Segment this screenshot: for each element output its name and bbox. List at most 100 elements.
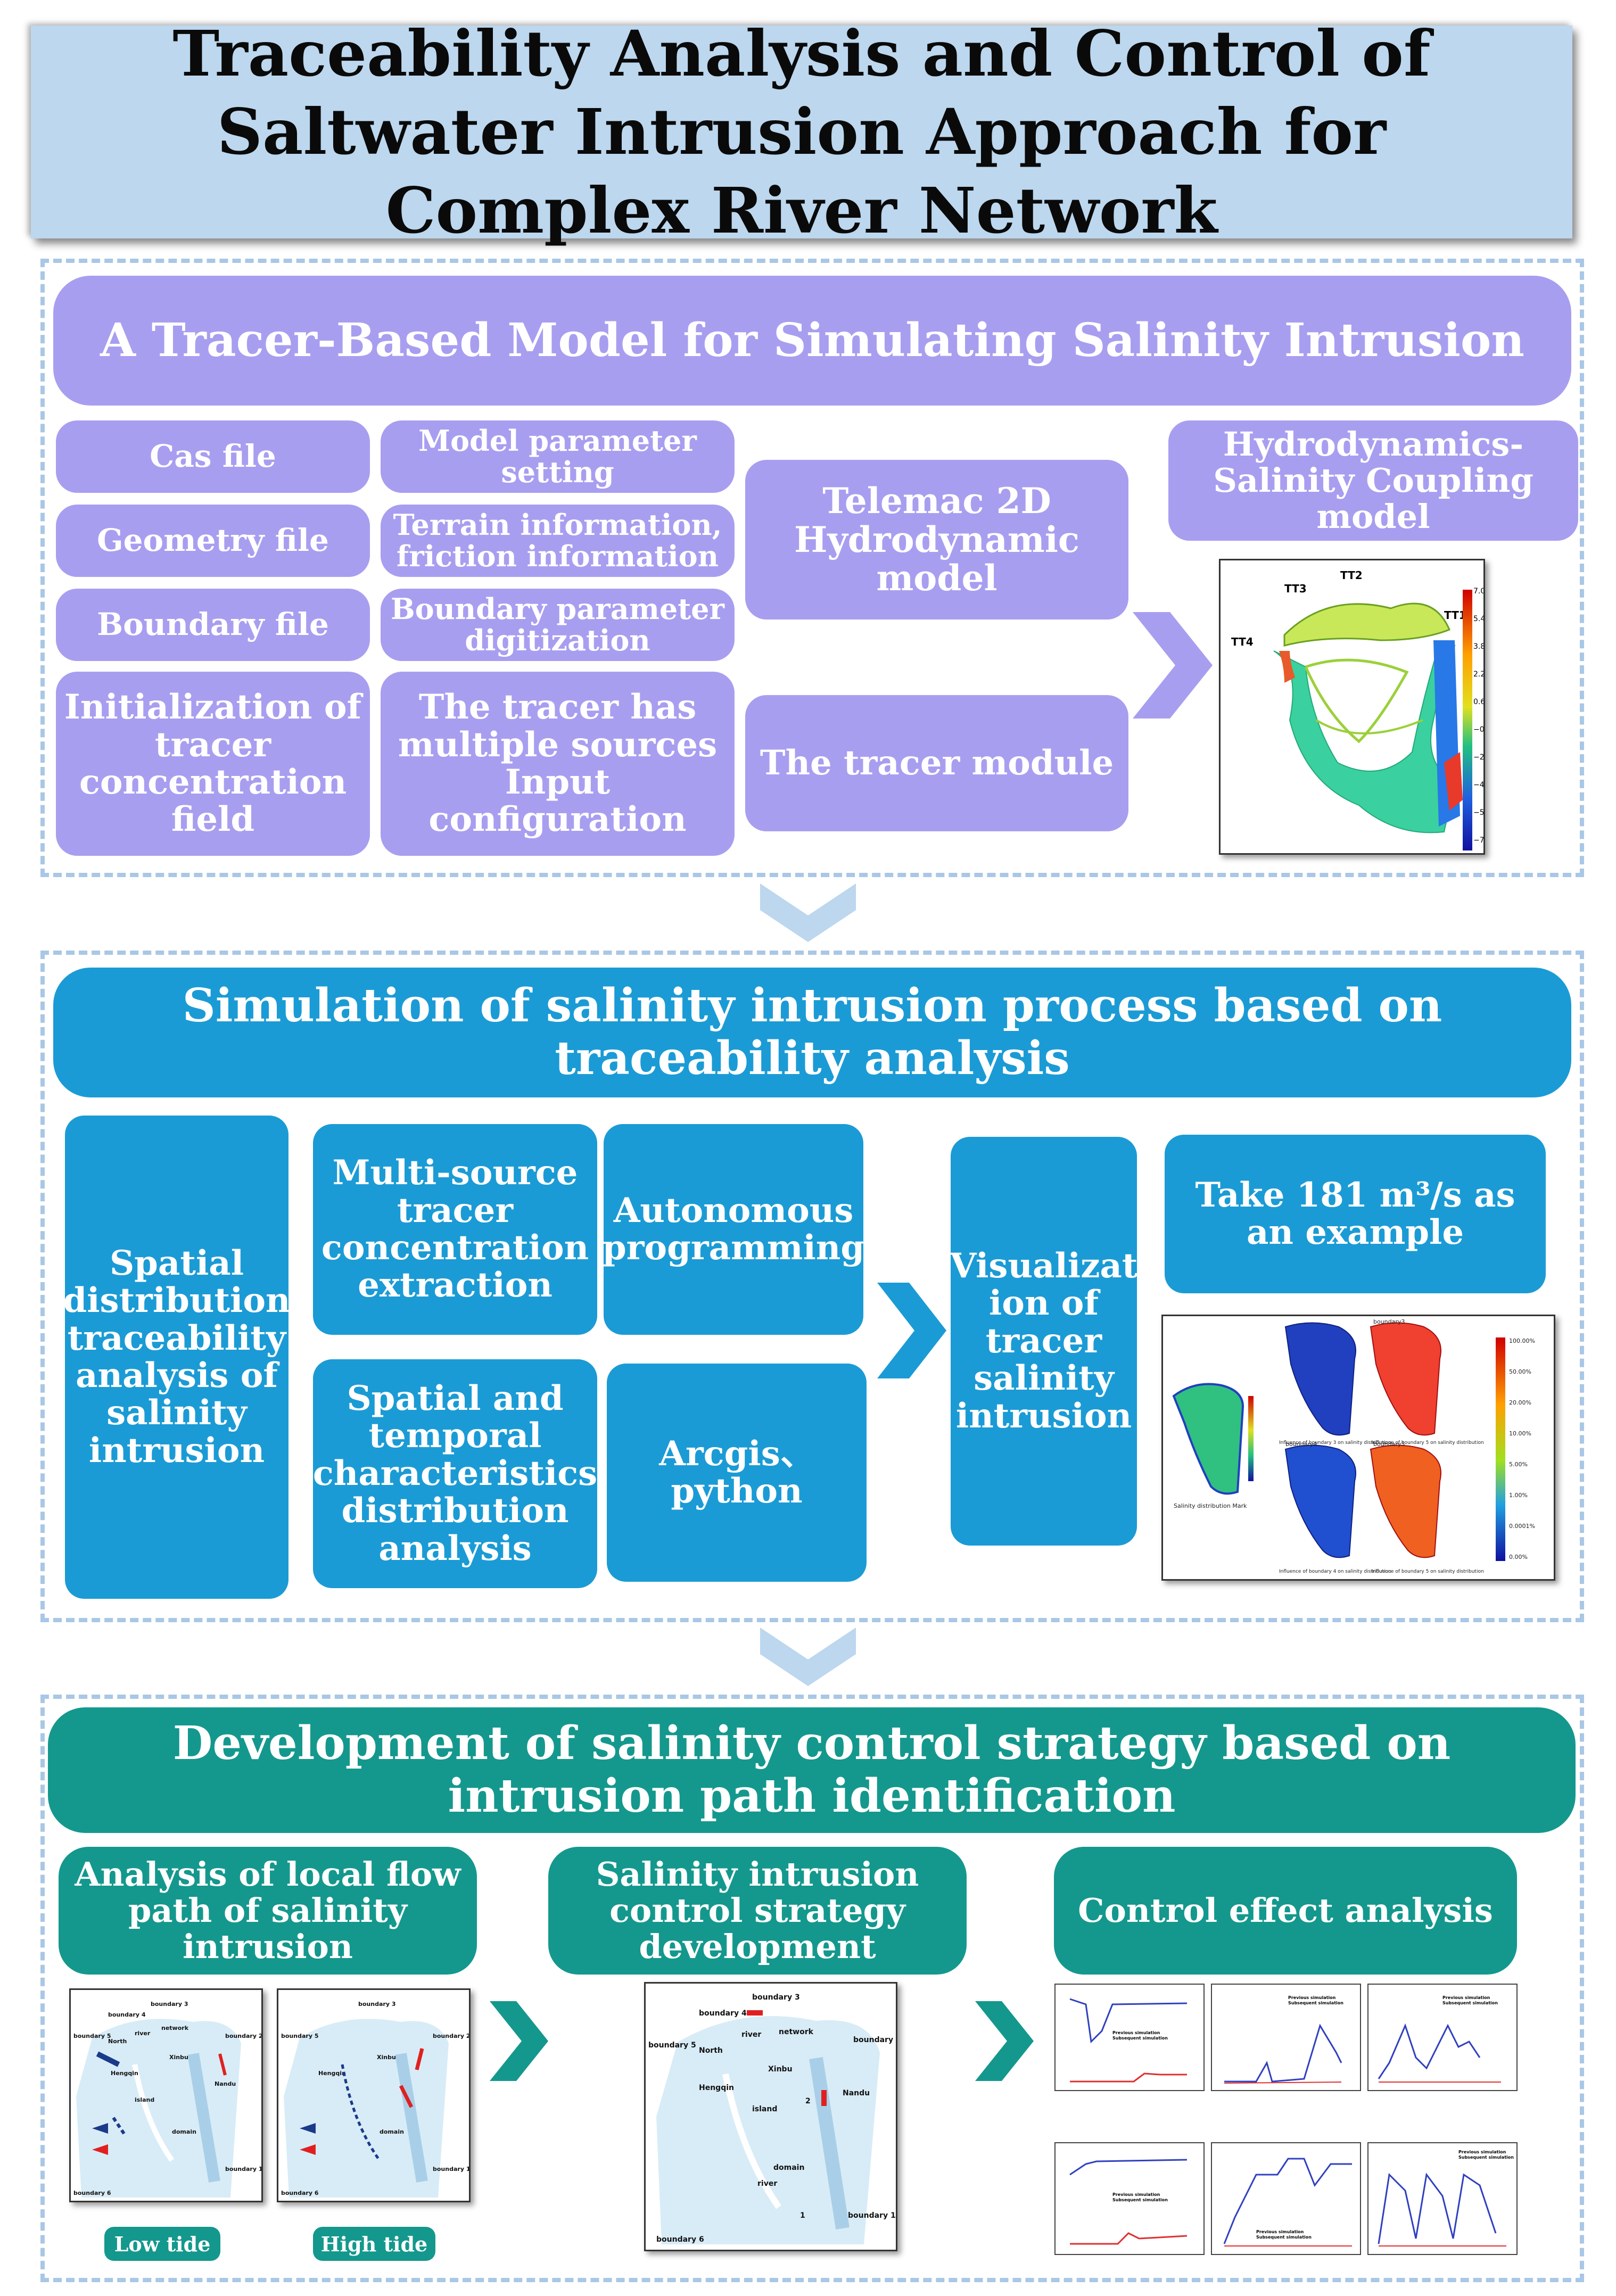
boundary-file-box: Boundary file xyxy=(56,589,370,661)
map-text: boundary 4 xyxy=(108,2011,146,2018)
map-text: boundary 3 xyxy=(752,1993,800,2002)
map-text: boundary 3 xyxy=(151,2001,188,2008)
example-box: Take 181 m³/s as an example xyxy=(1165,1135,1546,1293)
fig-label: boundary4 xyxy=(1285,1441,1317,1448)
effect-chart-6: Previous simulation Subsequent simulatio… xyxy=(1367,2142,1518,2255)
map-text: river xyxy=(741,2030,761,2039)
colorbar-tick: 20.00% xyxy=(1509,1399,1531,1406)
colorbar-tick: 7.07 xyxy=(1473,587,1483,596)
map-label-tt4: TT4 xyxy=(1231,635,1254,648)
spatial-distribution-box: Spatial distribution traceability analys… xyxy=(63,1116,291,1599)
colorbar-tick: −0.98 xyxy=(1473,725,1483,734)
colorbar-tick: 2.24 xyxy=(1473,670,1483,679)
section1-header: A Tracer-Based Model for Simulating Sali… xyxy=(53,276,1571,406)
chart-legend: Subsequent simulation xyxy=(1112,2036,1168,2041)
chart-legend: Previous simulation xyxy=(1112,2192,1160,2197)
boundary-influence-figure: boundary3 boundary4 boundary5 Salinity d… xyxy=(1161,1315,1555,1581)
map-text: river xyxy=(135,2030,151,2037)
chart-legend: Subsequent simulation xyxy=(1442,2001,1498,2005)
map-text: 1 xyxy=(800,2211,805,2220)
effect-chart-1: Previous simulation Subsequent simulatio… xyxy=(1054,1984,1205,2091)
effect-chart-5: Previous simulation Subsequent simulatio… xyxy=(1211,2142,1361,2255)
colorbar-tick: 0.0001% xyxy=(1509,1523,1535,1530)
map-text: boundary 6 xyxy=(656,2235,704,2244)
chart-legend: Previous simulation xyxy=(1112,2030,1160,2035)
coupling-model-box: Hydrodynamics-Salinity Coupling model xyxy=(1168,420,1578,541)
colorbar-tick: 100.00% xyxy=(1509,1337,1535,1344)
map-text: Xinbu xyxy=(169,2054,188,2061)
map-text: Xinbu xyxy=(377,2054,396,2061)
colorbar-tick: −5.81 xyxy=(1473,808,1483,817)
colorbar-tick: 10.00% xyxy=(1509,1430,1531,1437)
colorbar-tick: 50.00% xyxy=(1509,1368,1531,1375)
chevron-down-icon xyxy=(760,883,856,942)
map-text: boundary 5 xyxy=(648,2041,696,2050)
colorbar-tick: −2.59 xyxy=(1473,753,1483,762)
chart-legend: Previous simulation xyxy=(1458,2150,1506,2154)
map-label-tt3: TT3 xyxy=(1284,582,1307,595)
salinity-mini-map xyxy=(1172,1383,1254,1495)
section2-header: Simulation of salinity intrusion process… xyxy=(53,968,1571,1097)
colorbar-tick: 5.00% xyxy=(1509,1461,1528,1468)
salinity-map-image: TT3 TT2 TT1 TT4 7.07 5.46 3.85 2.24 0.63… xyxy=(1219,559,1496,855)
control-effect-box: Control effect analysis xyxy=(1054,1847,1517,1975)
effect-chart-2: Previous simulation Subsequent simulatio… xyxy=(1211,1984,1361,2091)
spatial-temporal-box: Spatial and temporal characteristics dis… xyxy=(313,1359,597,1588)
map-text: Hengqin xyxy=(318,2070,346,2077)
multi-source-box: Multi-source tracer concentration extrac… xyxy=(313,1124,597,1335)
high-tide-label: High tide xyxy=(313,2227,435,2261)
chevron-right-icon xyxy=(877,1283,946,1378)
title-banner: Traceability Analysis and Control of Sal… xyxy=(31,16,1572,247)
map-text: 2 xyxy=(805,2097,811,2105)
page-title: Traceability Analysis and Control of Sal… xyxy=(172,16,1431,247)
map-text: network xyxy=(779,2028,814,2036)
terrain-info-box: Terrain information, friction informatio… xyxy=(381,505,735,577)
map-text: island xyxy=(752,2105,777,2113)
map-text: boundary 5 xyxy=(73,2033,111,2039)
colorbar-tick: 0.00% xyxy=(1509,1554,1528,1560)
control-strategy-map: boundary 3 boundary 4 boundary 5 boundar… xyxy=(644,1982,901,2251)
map-text: river xyxy=(757,2179,777,2188)
chevron-right-icon xyxy=(490,2001,548,2081)
map-text: boundary 1 xyxy=(848,2211,896,2220)
low-tide-label: Low tide xyxy=(104,2227,220,2261)
tracer-module-box: The tracer module xyxy=(745,695,1128,831)
map-text: domain xyxy=(773,2163,804,2172)
chart-legend: Previous simulation xyxy=(1288,1995,1336,2000)
tracer-sources-box: The tracer has multiple sources Input co… xyxy=(381,672,735,856)
chart-legend: Previous simulation xyxy=(1442,1995,1490,2000)
geometry-file-box: Geometry file xyxy=(56,505,370,577)
map-text: boundary 2 xyxy=(853,2036,896,2044)
fig-caption: Influence of boundary 3 on salinity dist… xyxy=(1279,1440,1391,1446)
chart-legend: Subsequent simulation xyxy=(1112,2198,1168,2202)
colorbar-tick: 5.46 xyxy=(1473,615,1483,623)
section-control-strategy xyxy=(40,1695,1584,2282)
map-text: Xinbu xyxy=(768,2065,793,2074)
visualization-box: Visualizat ion of tracer salinity intrus… xyxy=(950,1137,1137,1546)
map-text: boundary 6 xyxy=(73,2190,111,2196)
map-text: Nandu xyxy=(843,2089,870,2097)
map-text: North xyxy=(108,2038,127,2045)
chart-legend: Subsequent simulation xyxy=(1288,2001,1343,2005)
chart-legend: Subsequent simulation xyxy=(1458,2155,1514,2160)
map-text: boundary 1 xyxy=(225,2166,261,2173)
local-flow-path-box: Analysis of local flow path of salinity … xyxy=(59,1847,477,1975)
fig-caption: Salinity distribution Mark xyxy=(1174,1502,1247,1509)
chevron-right-icon xyxy=(975,2001,1034,2081)
model-param-box: Model parameter setting xyxy=(381,420,735,493)
map-text: boundary 2 xyxy=(225,2033,261,2039)
cas-file-box: Cas file xyxy=(56,420,370,493)
map-text: Hengqin xyxy=(111,2070,138,2077)
colorbar-tick: −7.42 xyxy=(1473,836,1483,845)
map-text: island xyxy=(135,2096,154,2103)
section3-header: Development of salinity control strategy… xyxy=(48,1707,1576,1833)
section-tracer-model xyxy=(40,259,1584,877)
map-label-tt2: TT2 xyxy=(1340,569,1363,582)
fig-caption: Influence of boundary 5 on salinity dist… xyxy=(1372,1440,1484,1446)
colorbar-tick: 3.85 xyxy=(1473,642,1483,651)
map-text: network xyxy=(161,2025,189,2031)
map-text: boundary 2 xyxy=(433,2033,469,2039)
arcgis-python-box: Arcgis、 python xyxy=(607,1364,867,1582)
section-traceability xyxy=(40,951,1584,1622)
effect-chart-4: Previous simulation Subsequent simulatio… xyxy=(1054,2142,1205,2255)
